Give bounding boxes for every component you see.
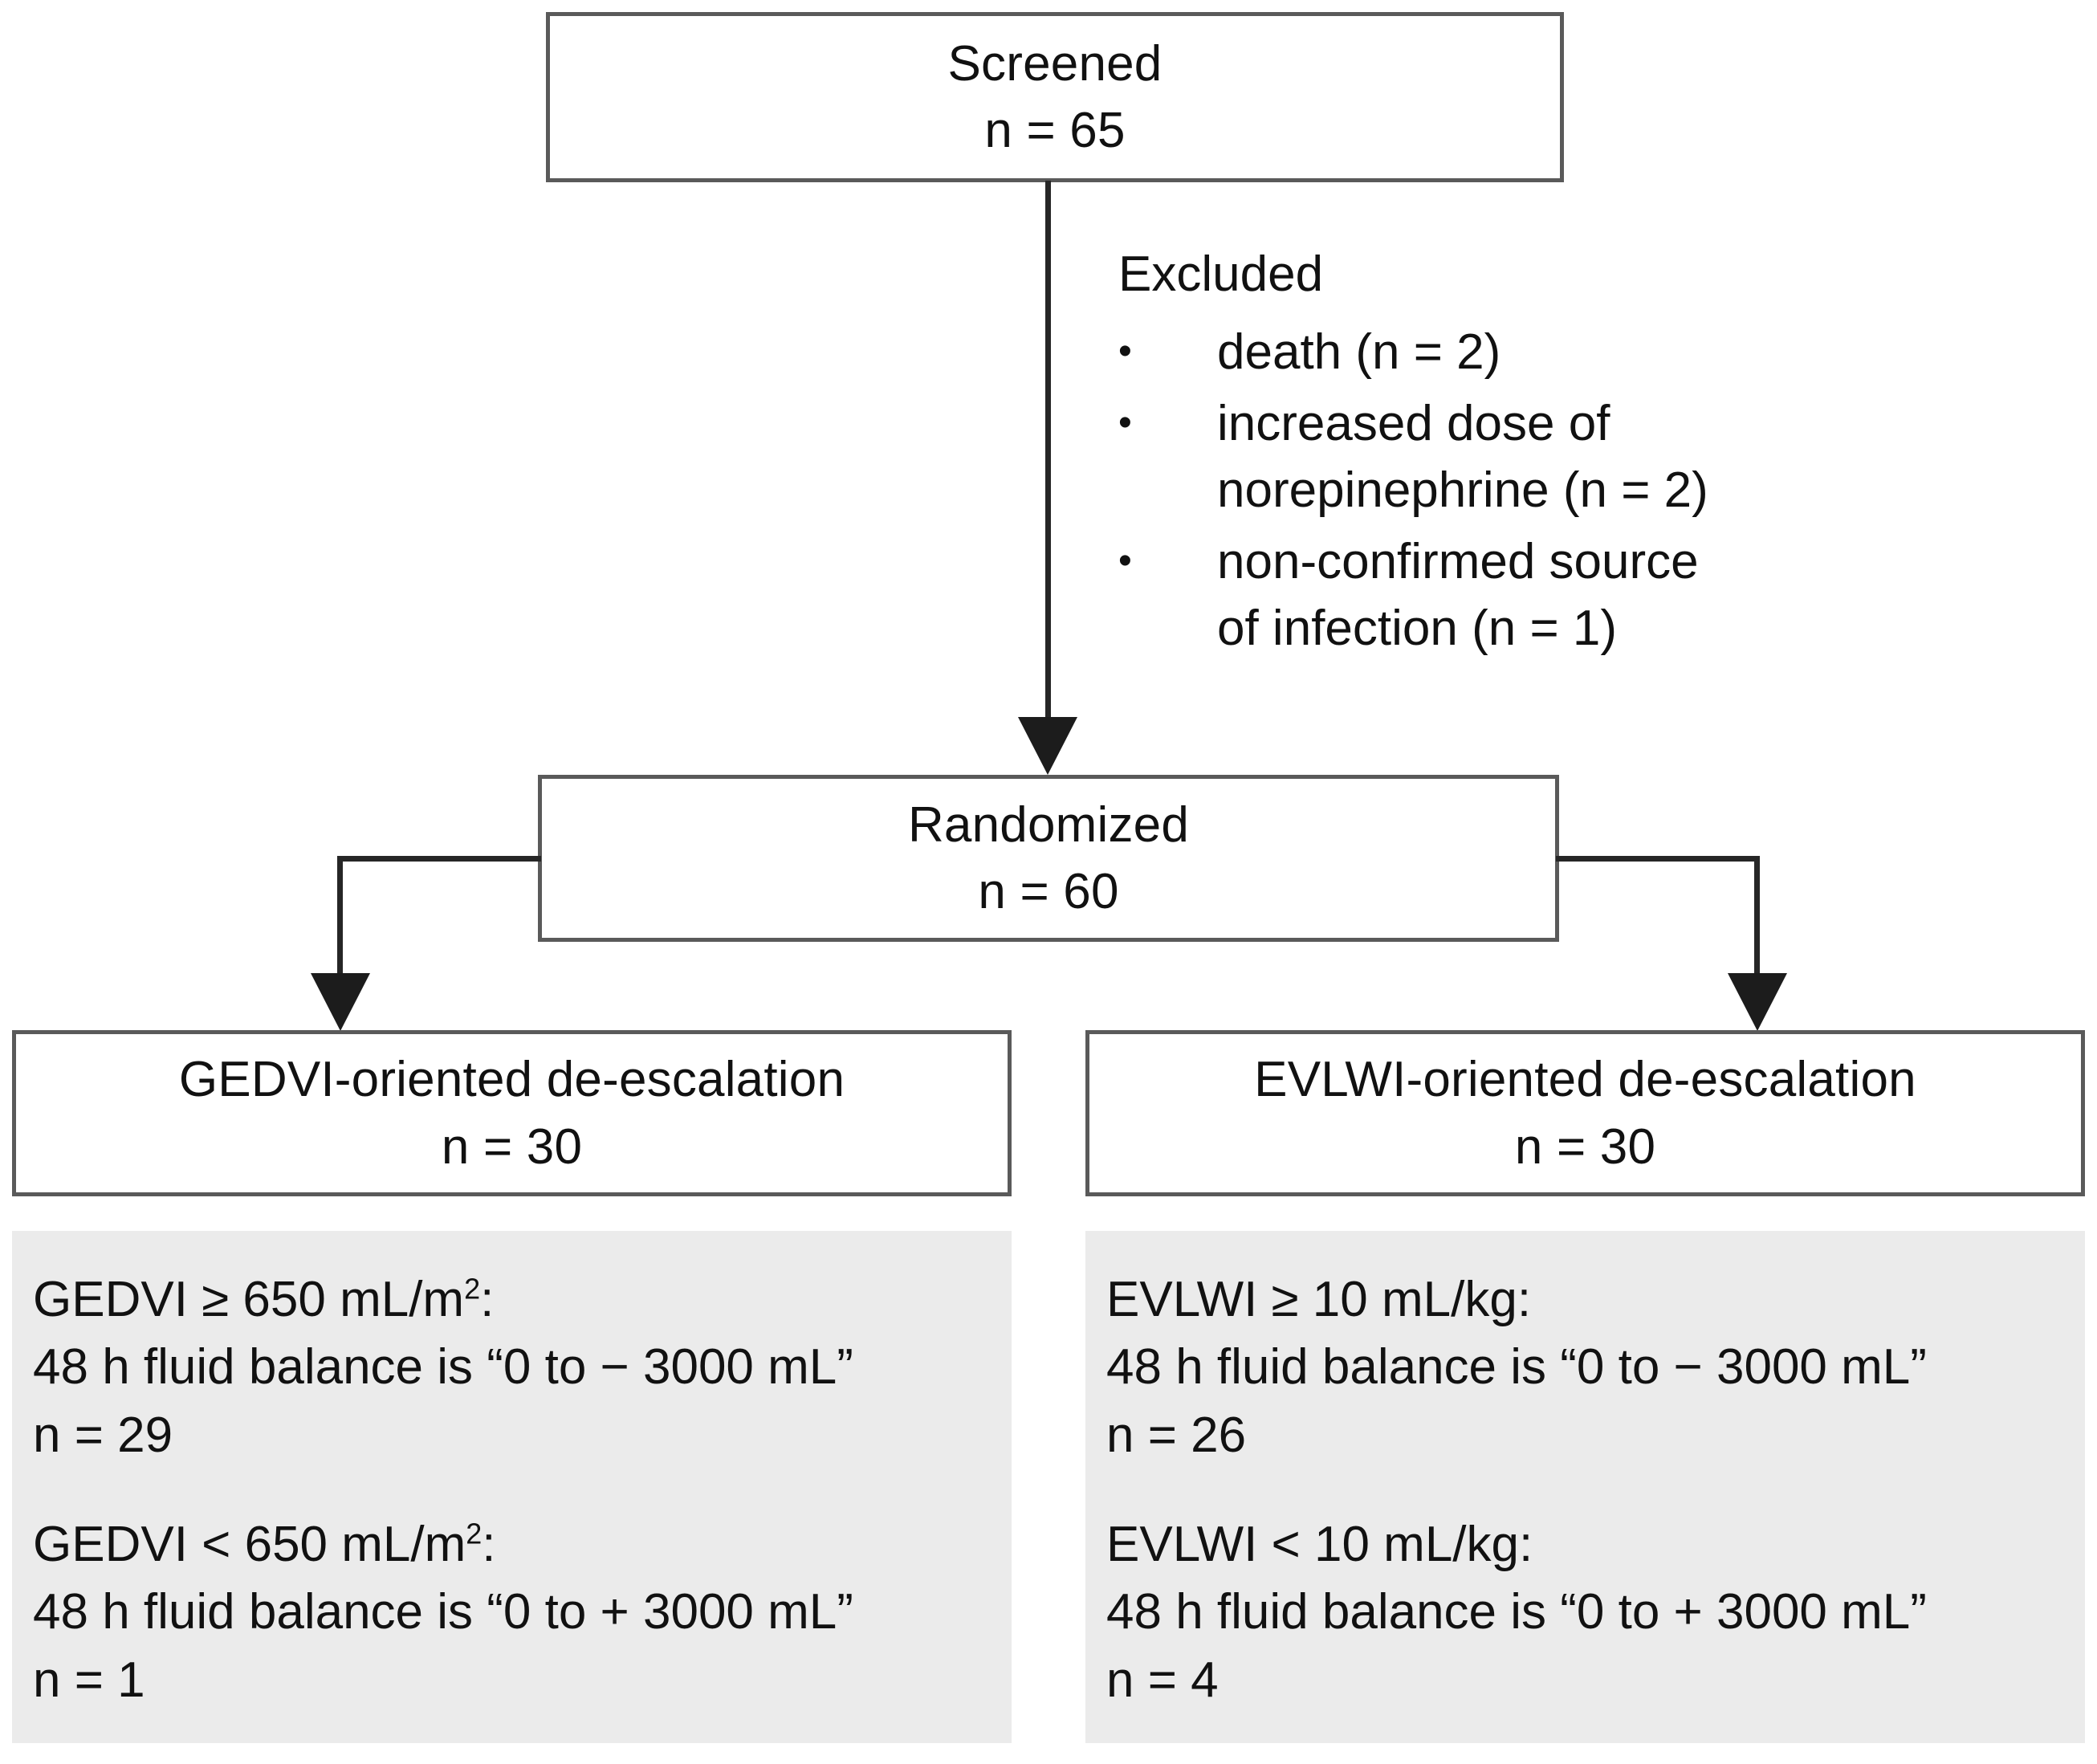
evlwi-balance-high: 48 h fluid balance is “0 to − 3000 mL” — [1106, 1339, 1927, 1395]
gedvi-criterion-high-superscript: 2 — [464, 1272, 481, 1306]
evlwi-count-high: n = 26 — [1106, 1407, 1247, 1463]
gedvi-criterion-high-prefix: GEDVI ≥ 650 mL/m — [33, 1272, 465, 1327]
excluded-item-label: death (n = 2) — [1217, 324, 1501, 381]
excluded-title: Excluded — [1118, 246, 1324, 302]
gedvi-count-low: n = 1 — [33, 1652, 145, 1708]
bullet-icon: • — [1118, 330, 1132, 373]
evlwi-criterion-low-suffix: : — [1519, 1516, 1533, 1572]
gedvi-balance-high: 48 h fluid balance is “0 to − 3000 mL” — [33, 1339, 853, 1395]
bullet-icon: • — [1118, 401, 1132, 445]
connector-randomized-to-gedvi-vertical — [337, 856, 343, 976]
arrowhead-down-icon — [311, 973, 370, 1031]
excluded-item: • increased dose of norepinephrine (n = … — [1118, 390, 1921, 523]
evlwi-criterion-high-suffix: : — [1517, 1272, 1532, 1327]
connector-screened-to-randomized — [1045, 181, 1051, 720]
gedvi-arm-node: GEDVI-oriented de-escalation n = 30 — [12, 1030, 1012, 1196]
evlwi-criterion-high-prefix: EVLWI ≥ 10 mL/kg — [1106, 1272, 1517, 1327]
evlwi-criterion-low-prefix: EVLWI < 10 mL/kg — [1106, 1516, 1520, 1572]
gedvi-criterion-low-prefix: GEDVI < 650 mL/m — [33, 1516, 466, 1572]
randomized-count: n = 60 — [978, 864, 1119, 919]
connector-randomized-to-evlwi-horizontal — [1556, 856, 1760, 862]
gedvi-criterion-high: GEDVI ≥ 650 mL/m2: — [33, 1266, 1012, 1334]
evlwi-detail-panel: EVLWI ≥ 10 mL/kg: 48 h fluid balance is … — [1085, 1231, 2085, 1743]
excluded-annotation: Excluded • death (n = 2) • increased dos… — [1118, 241, 1921, 666]
gedvi-criterion-high-suffix: : — [480, 1272, 495, 1327]
excluded-item: • non-confirmed source of infection (n =… — [1118, 528, 1921, 662]
arrowhead-down-icon — [1018, 717, 1077, 775]
evlwi-arm-title: EVLWI-oriented de-escalation — [1254, 1052, 1916, 1108]
evlwi-detail-group-low: EVLWI < 10 mL/kg: 48 h fluid balance is … — [1106, 1511, 2085, 1714]
excluded-item-label: increased dose of norepinephrine (n = 2) — [1217, 396, 1708, 519]
arrowhead-down-icon — [1728, 973, 1787, 1031]
screened-title: Screened — [947, 35, 1163, 92]
gedvi-arm-title: GEDVI-oriented de-escalation — [178, 1052, 845, 1108]
excluded-item-label: non-confirmed source of infection (n = 1… — [1217, 534, 1699, 657]
evlwi-criterion-high: EVLWI ≥ 10 mL/kg: — [1106, 1266, 2085, 1334]
connector-randomized-to-evlwi-vertical — [1754, 856, 1760, 976]
evlwi-arm-count: n = 30 — [1514, 1118, 1656, 1175]
bullet-icon: • — [1118, 540, 1132, 583]
gedvi-detail-group-low: GEDVI < 650 mL/m2: 48 h fluid balance is… — [33, 1511, 1012, 1714]
gedvi-criterion-low: GEDVI < 650 mL/m2: — [33, 1511, 1012, 1579]
randomized-title: Randomized — [907, 796, 1190, 853]
evlwi-detail-group-high: EVLWI ≥ 10 mL/kg: 48 h fluid balance is … — [1106, 1266, 2085, 1469]
screened-node: Screened n = 65 — [546, 12, 1564, 182]
gedvi-detail-panel: GEDVI ≥ 650 mL/m2: 48 h fluid balance is… — [12, 1231, 1012, 1743]
evlwi-count-low: n = 4 — [1106, 1652, 1219, 1708]
gedvi-arm-count: n = 30 — [441, 1118, 583, 1175]
connector-randomized-to-gedvi-horizontal — [337, 856, 541, 862]
gedvi-detail-group-high: GEDVI ≥ 650 mL/m2: 48 h fluid balance is… — [33, 1266, 1012, 1469]
evlwi-criterion-low: EVLWI < 10 mL/kg: — [1106, 1511, 2085, 1579]
gedvi-balance-low: 48 h fluid balance is “0 to + 3000 mL” — [33, 1584, 853, 1640]
screened-count: n = 65 — [984, 103, 1126, 158]
gedvi-count-high: n = 29 — [33, 1407, 173, 1463]
gedvi-criterion-low-suffix: : — [482, 1516, 496, 1572]
excluded-item: • death (n = 2) — [1118, 319, 1921, 385]
evlwi-arm-node: EVLWI-oriented de-escalation n = 30 — [1085, 1030, 2085, 1196]
evlwi-balance-low: 48 h fluid balance is “0 to + 3000 mL” — [1106, 1584, 1927, 1640]
gedvi-criterion-low-superscript: 2 — [466, 1517, 483, 1550]
randomized-node: Randomized n = 60 — [538, 775, 1559, 942]
